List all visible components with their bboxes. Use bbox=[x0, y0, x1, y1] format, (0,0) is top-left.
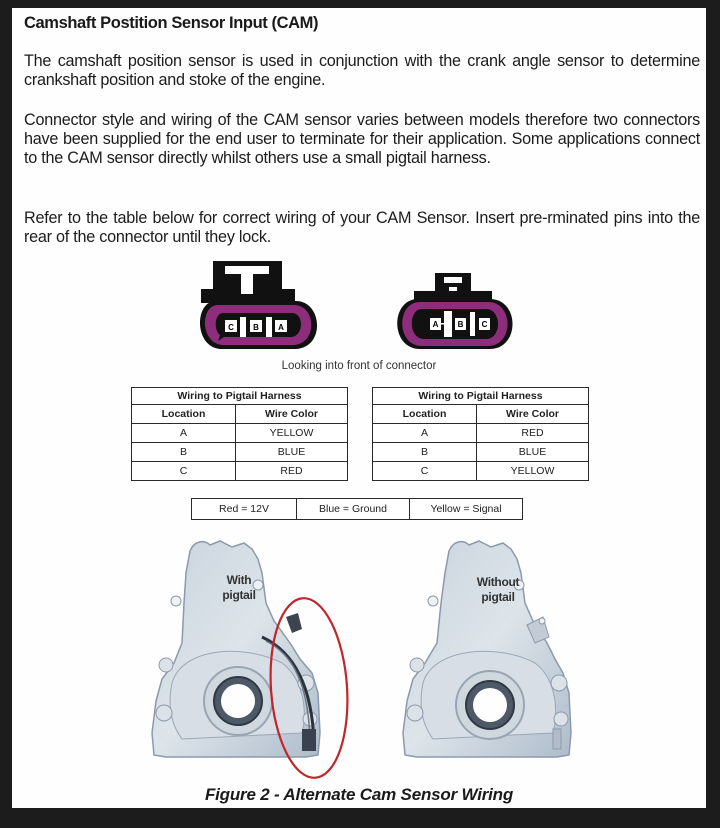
column-header-location: Location bbox=[372, 404, 477, 424]
table-row: C RED bbox=[131, 461, 348, 481]
wire-color-cell: RED bbox=[476, 423, 589, 443]
timing-cover-photo-without-pigtail: Without pigtail bbox=[387, 533, 597, 788]
wire-color-cell: RED bbox=[235, 461, 348, 481]
pin-label: A bbox=[278, 323, 284, 332]
table-row: C YELLOW bbox=[372, 461, 589, 481]
connector-caption: Looking into front of connector bbox=[281, 360, 437, 372]
pin-label: C bbox=[228, 323, 234, 332]
column-header-wire-color: Wire Color bbox=[235, 404, 348, 424]
pin-label: C bbox=[482, 320, 488, 329]
document-page: Camshaft Postition Sensor Input (CAM) Th… bbox=[12, 8, 706, 808]
wiring-table-right: Wiring to Pigtail Harness Location Wire … bbox=[372, 387, 589, 481]
table-row: B BLUE bbox=[372, 442, 589, 462]
table-row: A RED bbox=[372, 423, 589, 443]
location-cell: B bbox=[372, 442, 477, 462]
location-cell: B bbox=[131, 442, 236, 462]
pin-label: B bbox=[458, 320, 464, 329]
connector-diagram-left: C B A bbox=[192, 261, 332, 353]
column-header-location: Location bbox=[131, 404, 236, 424]
label-line: Without bbox=[476, 575, 520, 589]
location-cell: C bbox=[131, 461, 236, 481]
table-row: B BLUE bbox=[131, 442, 348, 462]
wiring-table-left: Wiring to Pigtail Harness Location Wire … bbox=[131, 387, 348, 481]
location-cell: A bbox=[131, 423, 236, 443]
wire-color-cell: YELLOW bbox=[476, 461, 589, 481]
table-row: A YELLOW bbox=[131, 423, 348, 443]
location-cell: C bbox=[372, 461, 477, 481]
label-line: With bbox=[226, 573, 252, 587]
wire-color-cell: BLUE bbox=[476, 442, 589, 462]
label-line: pigtail bbox=[222, 588, 256, 602]
wire-color-cell: BLUE bbox=[235, 442, 348, 462]
connector-diagram-right: A B C bbox=[392, 271, 522, 355]
paragraph-wiring-instructions: Refer to the table below for correct wir… bbox=[24, 209, 700, 246]
figure-caption: Figure 2 - Alternate Cam Sensor Wiring bbox=[204, 785, 514, 804]
table-title: Wiring to Pigtail Harness bbox=[131, 387, 348, 405]
legend-yellow: Yellow = Signal bbox=[430, 503, 502, 515]
pin-label: B bbox=[253, 323, 259, 332]
photo-label-without-pigtail: Without pigtail bbox=[463, 575, 533, 605]
paragraph-intro: The camshaft position sensor is used in … bbox=[24, 52, 700, 89]
photo-label-with-pigtail: With pigtail bbox=[204, 573, 274, 603]
label-line: pigtail bbox=[481, 590, 515, 604]
column-header-wire-color: Wire Color bbox=[476, 404, 589, 424]
legend-red: Red = 12V bbox=[192, 499, 297, 519]
timing-cover-photo-with-pigtail: With pigtail bbox=[142, 533, 352, 788]
wire-color-cell: YELLOW bbox=[235, 423, 348, 443]
wire-color-legend: Red = 12V Blue = Ground Yellow = Signal bbox=[191, 498, 523, 520]
location-cell: A bbox=[372, 423, 477, 443]
table-title: Wiring to Pigtail Harness bbox=[372, 387, 589, 405]
section-title: Camshaft Postition Sensor Input (CAM) bbox=[24, 14, 319, 32]
paragraph-connector-style: Connector style and wiring of the CAM se… bbox=[24, 111, 700, 167]
legend-blue: Blue = Ground bbox=[297, 499, 410, 519]
pin-label: A bbox=[433, 320, 439, 329]
